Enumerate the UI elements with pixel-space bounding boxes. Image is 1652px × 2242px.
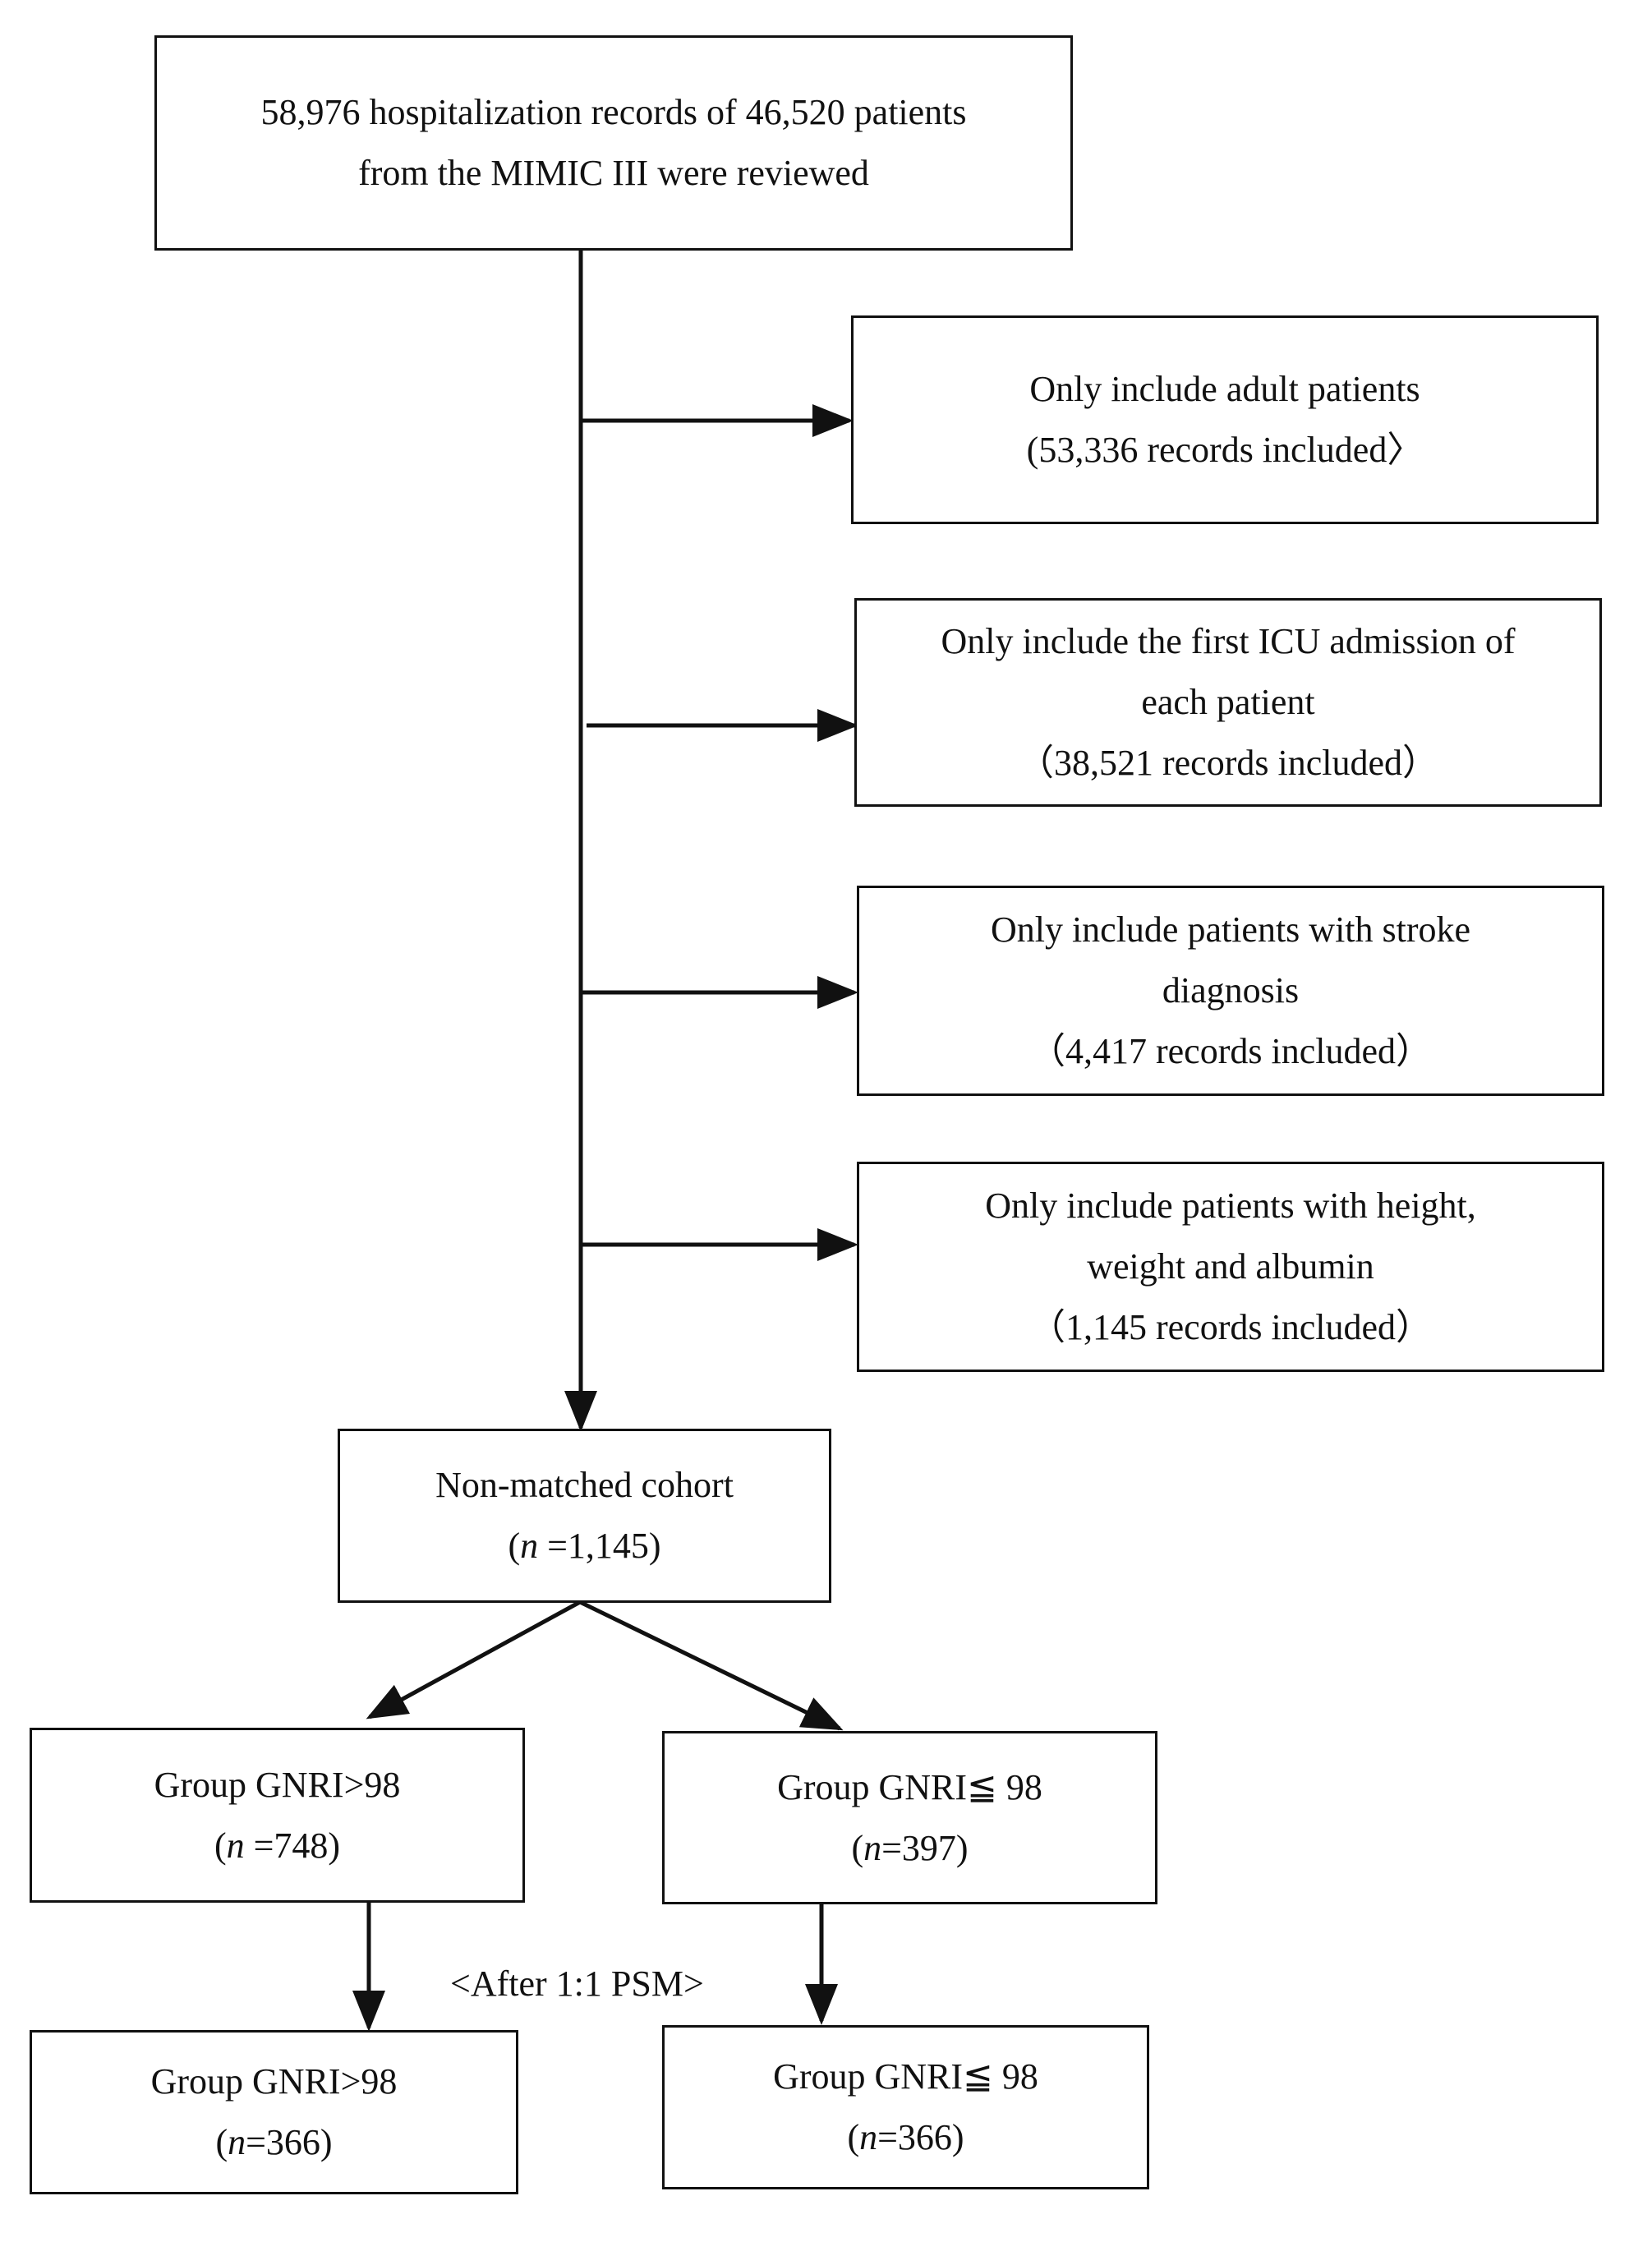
psm-label: <After 1:1 PSM> [450,1963,704,2004]
filter-adult-line-1: Only include adult patients [1029,369,1420,409]
group-low-after-n: (n=366) [847,2117,964,2157]
split-arrow-right [578,1600,844,1731]
filter-adult-line-2: (53,336 records included〉 [1026,430,1424,470]
filter-stroke-line-2: diagnosis [1162,970,1300,1011]
group-high-after-n: (n=366) [215,2122,333,2162]
start-box: 58,976 hospitalization records of 46,520… [154,35,1073,251]
filter-first-icu-line-1: Only include the first ICU admission of [941,621,1516,661]
start-line-1: 58,976 hospitalization records of 46,520… [260,92,967,132]
filter-first-icu-line-2: each patient [1141,682,1315,722]
group-low-before-title: Group GNRI≦ 98 [777,1766,1042,1807]
filter-hwa-line-2: weight and albumin [1087,1246,1374,1287]
filter-hwa-line-1: Only include patients with height, [985,1185,1476,1226]
cohort-box: Non-matched cohort (n =1,145) [338,1429,831,1603]
group-high-before-n: (n =748) [214,1825,341,1866]
filter-box-adult: Only include adult patients (53,336 reco… [851,315,1599,524]
filter-hwa-line-3: （1,145 records included） [1029,1307,1432,1347]
cohort-n: (n =1,145) [508,1526,661,1566]
start-line-2: from the MIMIC III were reviewed [358,153,869,193]
group-high-before-box: Group GNRI>98 (n =748) [30,1728,525,1903]
group-high-after-title: Group GNRI>98 [150,2061,398,2102]
filter-stroke-line-3: （4,417 records included） [1029,1031,1432,1071]
split-arrow-left [366,1600,582,1719]
group-low-before-box: Group GNRI≦ 98 (n=397) [662,1731,1157,1904]
filter-first-icu-line-3: （38,521 records included） [1018,743,1438,783]
cohort-title: Non-matched cohort [435,1465,734,1505]
filter-box-first-icu: Only include the first ICU admission of … [854,598,1602,807]
filter-box-stroke: Only include patients with stroke diagno… [857,886,1604,1096]
group-low-before-n: (n=397) [851,1827,969,1868]
group-low-after-box: Group GNRI≦ 98 (n=366) [662,2025,1149,2189]
filter-box-height-weight-albumin: Only include patients with height, weigh… [857,1162,1604,1372]
filter-stroke-line-1: Only include patients with stroke [990,909,1471,950]
group-high-before-title: Group GNRI>98 [154,1764,401,1805]
group-low-after-title: Group GNRI≦ 98 [773,2056,1038,2097]
group-high-after-box: Group GNRI>98 (n=366) [30,2030,518,2194]
